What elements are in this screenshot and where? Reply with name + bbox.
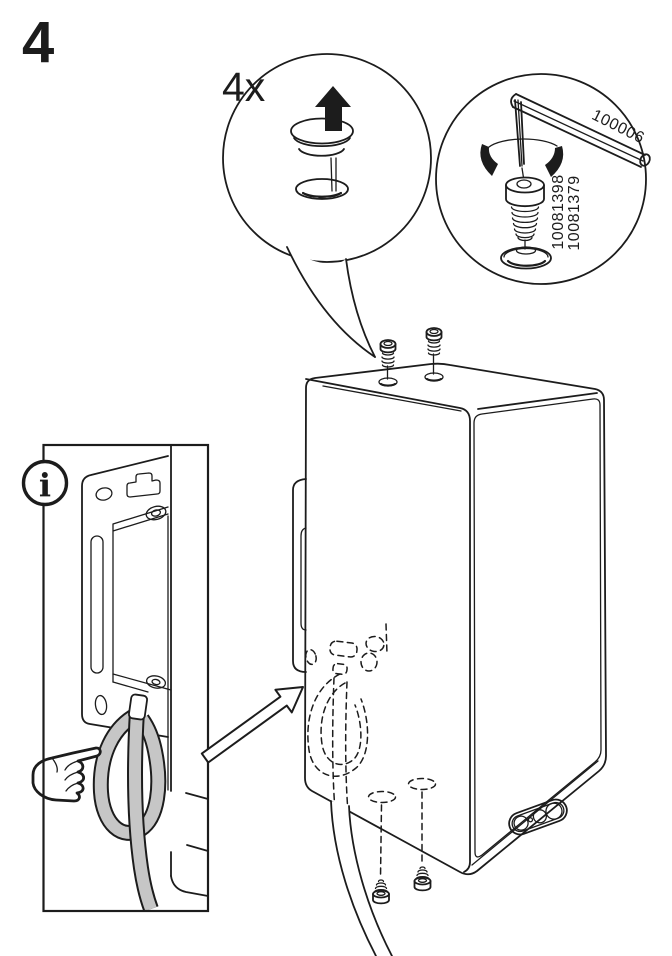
top-screws [379, 327, 443, 380]
wall-bracket [81, 455, 169, 738]
bottom-screw-1 [372, 879, 390, 905]
led-dot [527, 817, 534, 823]
bottom-holes-dashed [367, 777, 437, 879]
bracket-hole-oval [95, 487, 113, 501]
cable-hook-clip [128, 693, 148, 721]
bracket-slot-vertical [90, 535, 104, 674]
cap-removal-balloon: 4x [222, 53, 432, 358]
wall-lines [167, 445, 209, 897]
rotate-arrows-icon [480, 138, 564, 177]
info-icon-glyph: i [39, 466, 51, 504]
callout-circle [435, 73, 647, 285]
balloon-circle [222, 53, 432, 263]
allen-key-icon [510, 93, 651, 182]
bottom-screws [372, 866, 432, 905]
speaker-controls [508, 798, 568, 836]
cap-icon [290, 117, 354, 192]
volume-up-button [545, 802, 563, 820]
volume-down-button [513, 815, 529, 831]
step-number: 4 [22, 10, 54, 75]
top-screw-2 [425, 327, 443, 375]
front-edge [305, 378, 471, 873]
screw-part-number-2: 10081379 [566, 175, 583, 250]
screw-hole-icon [500, 246, 552, 270]
pull-up-arrow-icon [315, 86, 351, 131]
speaker-box [292, 362, 607, 956]
bottom-screw-2 [413, 866, 432, 892]
quantity-label: 4x [222, 64, 266, 110]
speaker-outline [304, 362, 607, 876]
info-icon: i [21, 459, 69, 507]
screw-icon [505, 176, 545, 250]
hardware-callout-circle: 100006 10081398 10081379 [435, 73, 651, 285]
balloon-tail [286, 246, 376, 358]
pointing-hand-icon [31, 746, 102, 803]
side-bracket-plate [292, 478, 307, 673]
power-cable [330, 800, 393, 956]
info-panel: i [21, 443, 210, 913]
bracket-keyhole-slot [126, 472, 161, 498]
screw-part-number-1: 10081398 [550, 174, 567, 249]
cap-hole-icon [295, 178, 349, 200]
bracket-hole-bottom [94, 694, 108, 716]
cable-and-hook [92, 693, 167, 912]
speaker-side-view [112, 505, 172, 693]
top-screw-1 [379, 339, 397, 380]
direction-arrow [200, 686, 304, 764]
